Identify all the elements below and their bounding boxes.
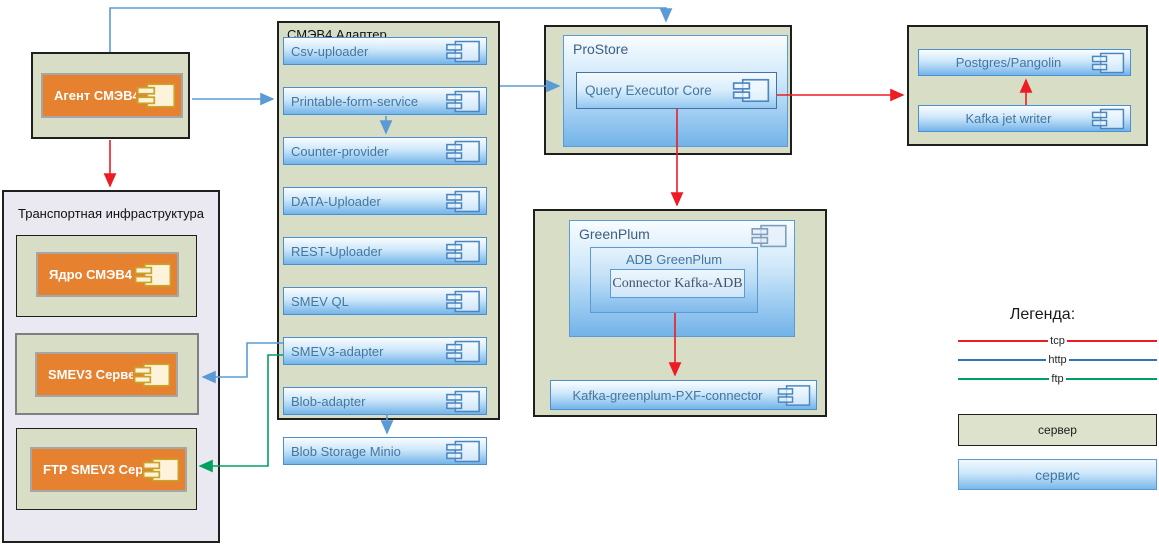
- agent-smev4-component[interactable]: Агент СМЭВ4: [41, 73, 183, 118]
- component-icon: [445, 140, 481, 163]
- http-label: http: [1048, 353, 1067, 366]
- component-icon: [136, 82, 176, 109]
- service-smev-ql[interactable]: SMEV QL: [283, 287, 487, 315]
- greenplum-title: GreenPlum: [579, 226, 650, 242]
- ftp-line: [958, 378, 1050, 380]
- component-icon: [777, 384, 811, 407]
- service-label: Csv-uploader: [291, 43, 369, 59]
- tcp-line: [1066, 340, 1157, 342]
- legend-line-http: http: [958, 353, 1158, 367]
- connector-kafka-adb[interactable]: Connector Kafka-ADB: [610, 269, 745, 298]
- kafka-jet-writer-label: Kafka jet writer: [965, 111, 1052, 126]
- component-icon: [445, 290, 481, 313]
- tcp-line: [958, 340, 1049, 342]
- component-icon: [732, 78, 770, 103]
- component-icon: [445, 40, 481, 63]
- ftp-line: [1065, 378, 1158, 380]
- component-icon: [142, 457, 180, 483]
- component-icon: [1091, 52, 1125, 74]
- legend-server-label: сервер: [1038, 423, 1077, 437]
- adb-greenplum-label: ADB GreenPlum: [625, 252, 723, 267]
- service-data-uploader[interactable]: DATA-Uploader: [283, 187, 487, 215]
- component-icon: [445, 190, 481, 213]
- component-icon: [749, 224, 789, 248]
- service-label: Counter-provider: [291, 143, 389, 159]
- service-smev3-adapter[interactable]: SMEV3-adapter: [283, 337, 487, 365]
- service-printable-form-service[interactable]: Printable-form-service: [283, 87, 487, 115]
- ftp-label: ftp: [1051, 372, 1064, 385]
- kafka-greenplum-pxf-connector[interactable]: Kafka-greenplum-PXF-connector: [550, 380, 817, 410]
- connector-kafka-adb-label: Connector Kafka-ADB: [612, 275, 743, 291]
- service-label: Printable-form-service: [291, 93, 419, 109]
- service-blob-adapter[interactable]: Blob-adapter: [283, 387, 487, 415]
- ftp-smev3-server-label: FTP SMEV3 Сервер: [43, 462, 142, 477]
- yadro-smev4-component[interactable]: Ядро СМЭВ4: [36, 252, 179, 297]
- postgres-pangolin[interactable]: Postgres/Pangolin: [918, 49, 1131, 76]
- legend-service-label: сервис: [1035, 466, 1080, 483]
- service-csv-uploader[interactable]: Csv-uploader: [283, 37, 487, 65]
- http-line: [1068, 359, 1158, 361]
- query-executor-core-label: Query Executor Core: [585, 83, 712, 98]
- service-label: DATA-Uploader: [291, 193, 381, 209]
- smev3-server-component[interactable]: SMEV3 Сервер: [35, 352, 178, 397]
- service-blob-storage-minio[interactable]: Blob Storage Minio: [283, 437, 487, 465]
- legend-server-swatch: сервер: [958, 414, 1157, 446]
- query-executor-core[interactable]: Query Executor Core: [576, 72, 777, 109]
- component-icon: [445, 90, 481, 113]
- service-label: Blob Storage Minio: [291, 443, 401, 459]
- smev3-server-label: SMEV3 Сервер: [48, 367, 133, 382]
- ftp-smev3-server-component[interactable]: FTP SMEV3 Сервер: [30, 447, 187, 492]
- legend-line-tcp: tcp: [958, 334, 1157, 348]
- component-icon: [445, 390, 481, 413]
- tcp-label: tcp: [1050, 334, 1065, 347]
- http-line: [958, 359, 1047, 361]
- service-label: REST-Uploader: [291, 243, 383, 259]
- legend-service-swatch: сервис: [958, 459, 1157, 490]
- component-icon: [445, 440, 481, 463]
- postgres-pangolin-label: Postgres/Pangolin: [955, 55, 1062, 70]
- legend-line-ftp: ftp: [958, 372, 1158, 386]
- prostore-title: ProStore: [573, 41, 629, 57]
- component-icon: [445, 340, 481, 363]
- component-icon: [133, 362, 171, 388]
- pxf-connector-label: Kafka-greenplum-PXF-connector: [572, 387, 763, 403]
- yadro-smev4-label: Ядро СМЭВ4: [49, 267, 133, 282]
- component-icon: [1091, 108, 1125, 130]
- service-rest-uploader[interactable]: REST-Uploader: [283, 237, 487, 265]
- kafka-jet-writer[interactable]: Kafka jet writer: [918, 105, 1131, 132]
- transport-infrastructure-title: Транспортная инфраструктура: [18, 206, 204, 221]
- component-icon: [134, 262, 172, 288]
- service-label: SMEV QL: [291, 293, 349, 309]
- service-counter-provider[interactable]: Counter-provider: [283, 137, 487, 165]
- service-label: SMEV3-adapter: [291, 343, 384, 359]
- component-icon: [445, 240, 481, 263]
- agent-smev4-label: Агент СМЭВ4: [54, 88, 136, 103]
- service-label: Blob-adapter: [291, 393, 366, 409]
- legend-title: Легенда:: [1009, 306, 1076, 323]
